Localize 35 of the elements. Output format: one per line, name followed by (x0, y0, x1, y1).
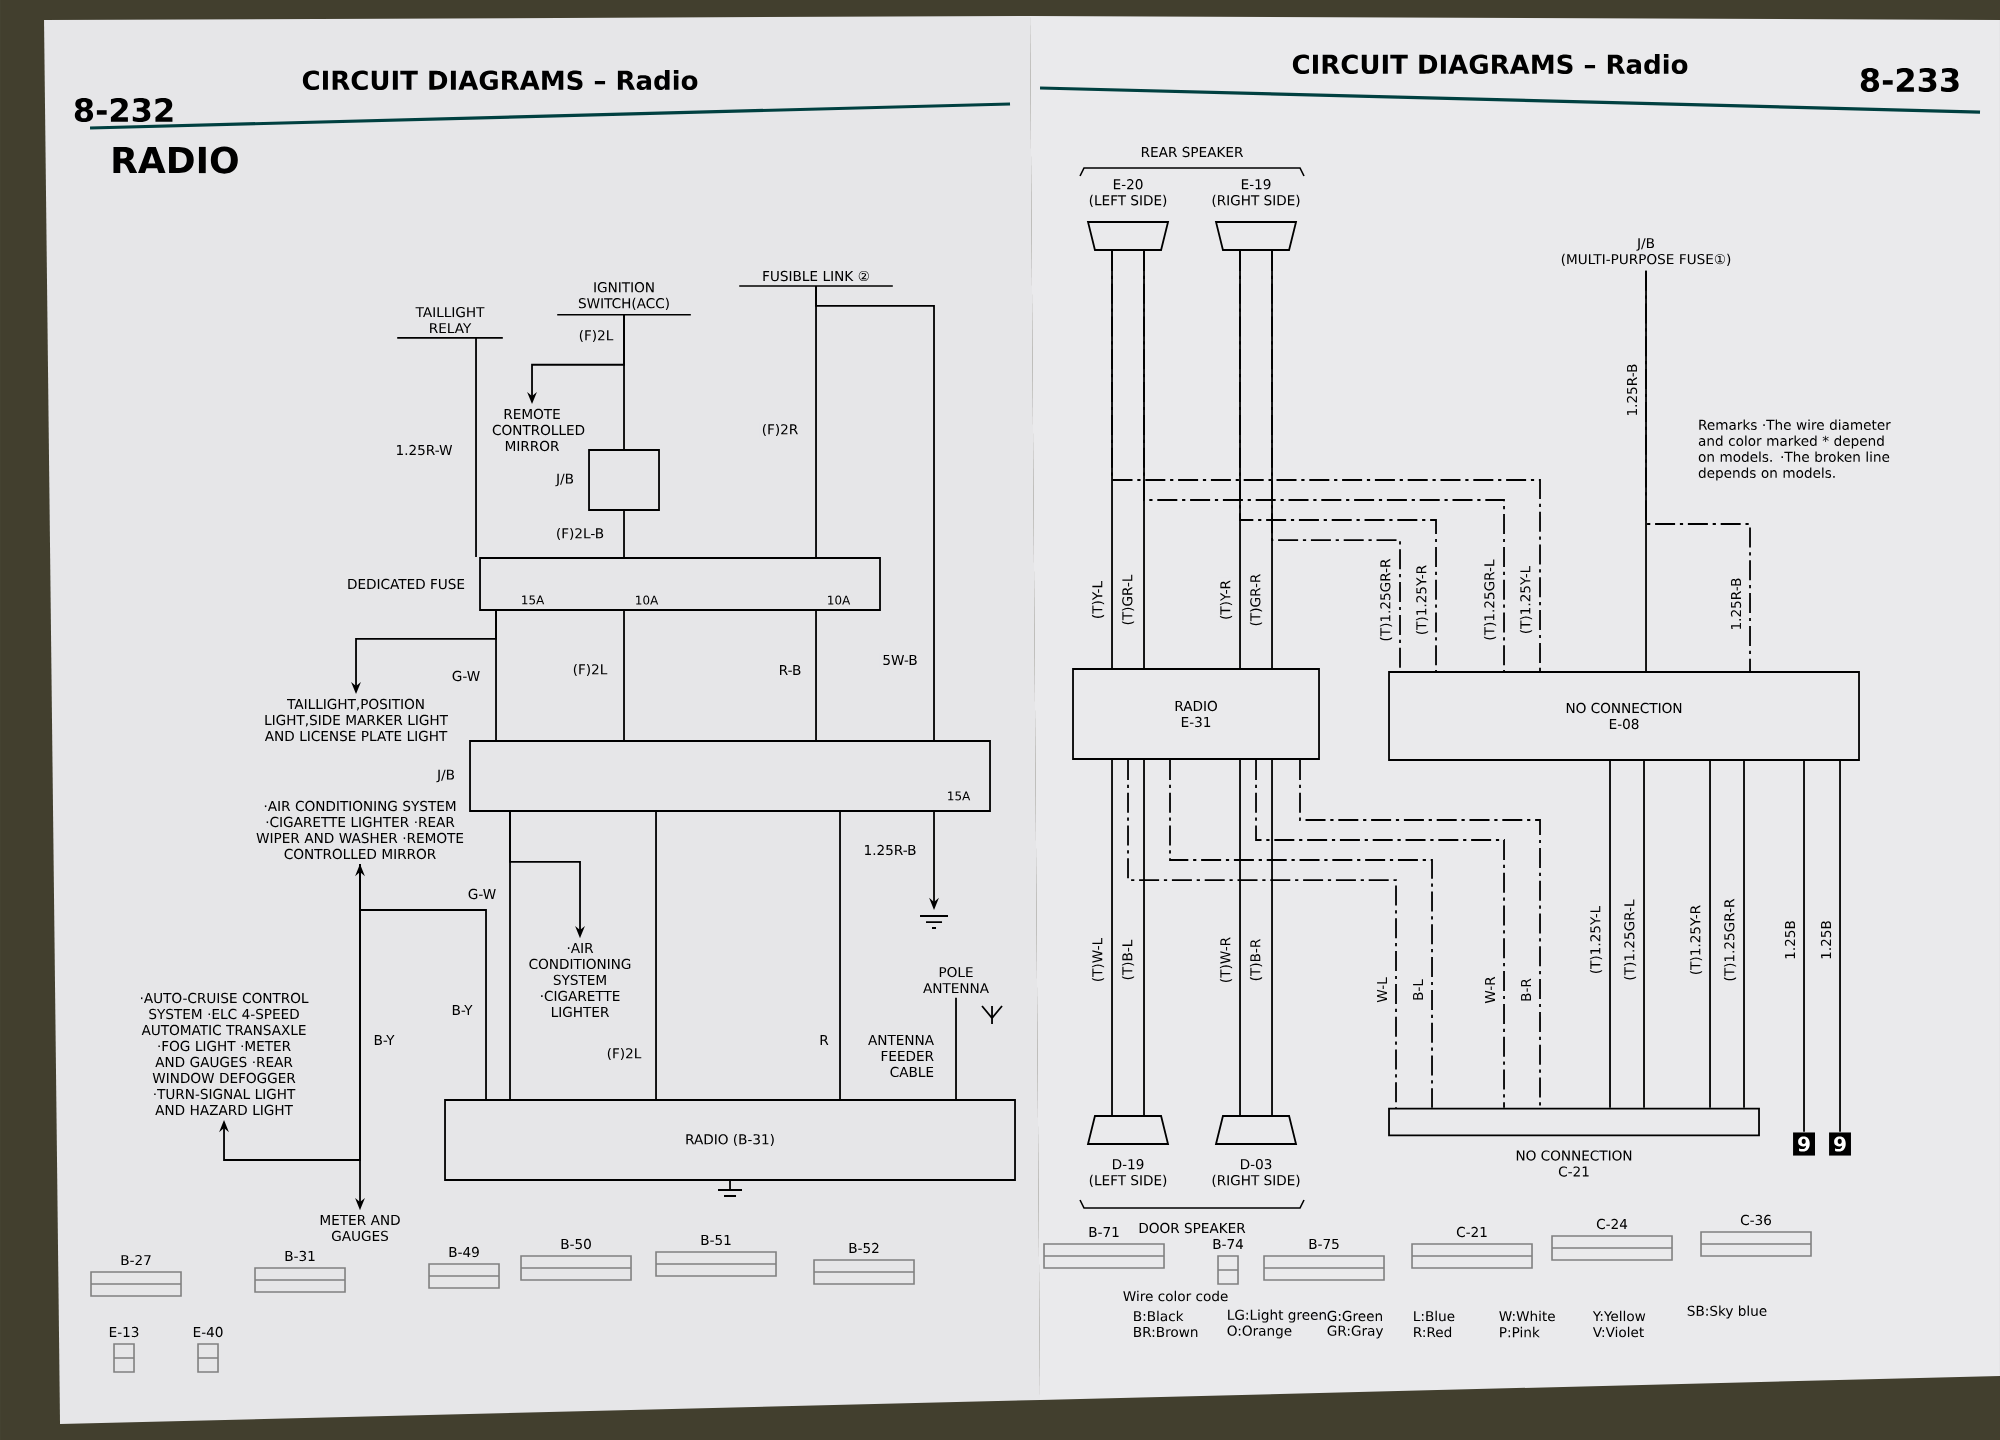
page-number: 8-233 (1860, 67, 1959, 93)
wire (1271, 759, 1273, 1116)
wire (1255, 759, 1505, 1109)
wire (1239, 759, 1241, 1116)
wire (839, 811, 841, 1100)
wire (1143, 759, 1145, 1116)
wire (1299, 759, 1541, 1109)
wire (1645, 269, 1751, 672)
wire (1271, 250, 1401, 672)
wire (1803, 760, 1805, 1133)
wire (1643, 760, 1645, 1109)
wire (1609, 760, 1611, 1109)
wire (1839, 760, 1841, 1133)
wire (623, 510, 625, 558)
page-header: CIRCUIT DIAGRAMS – Radio (1292, 53, 1688, 75)
wire (1143, 250, 1505, 672)
wire (1743, 760, 1745, 1109)
wire (219, 863, 361, 1161)
wire (1239, 250, 1437, 672)
wire (815, 285, 935, 741)
wire (815, 610, 817, 741)
wire (655, 811, 657, 1100)
section-title: RADIO (113, 146, 238, 174)
wire (1127, 759, 1397, 1109)
wire (1169, 759, 1433, 1109)
reference-tag: 9 (1793, 1132, 1815, 1156)
wire (1111, 759, 1113, 1116)
reference-tag: 9 (1829, 1132, 1851, 1156)
wire (1709, 760, 1711, 1109)
wire (1111, 250, 1541, 672)
wire (955, 996, 957, 1100)
page-header: CIRCUIT DIAGRAMS – Radio (302, 69, 698, 91)
wire (623, 610, 625, 741)
wire (475, 336, 477, 558)
page-number: 8-232 (74, 97, 173, 123)
